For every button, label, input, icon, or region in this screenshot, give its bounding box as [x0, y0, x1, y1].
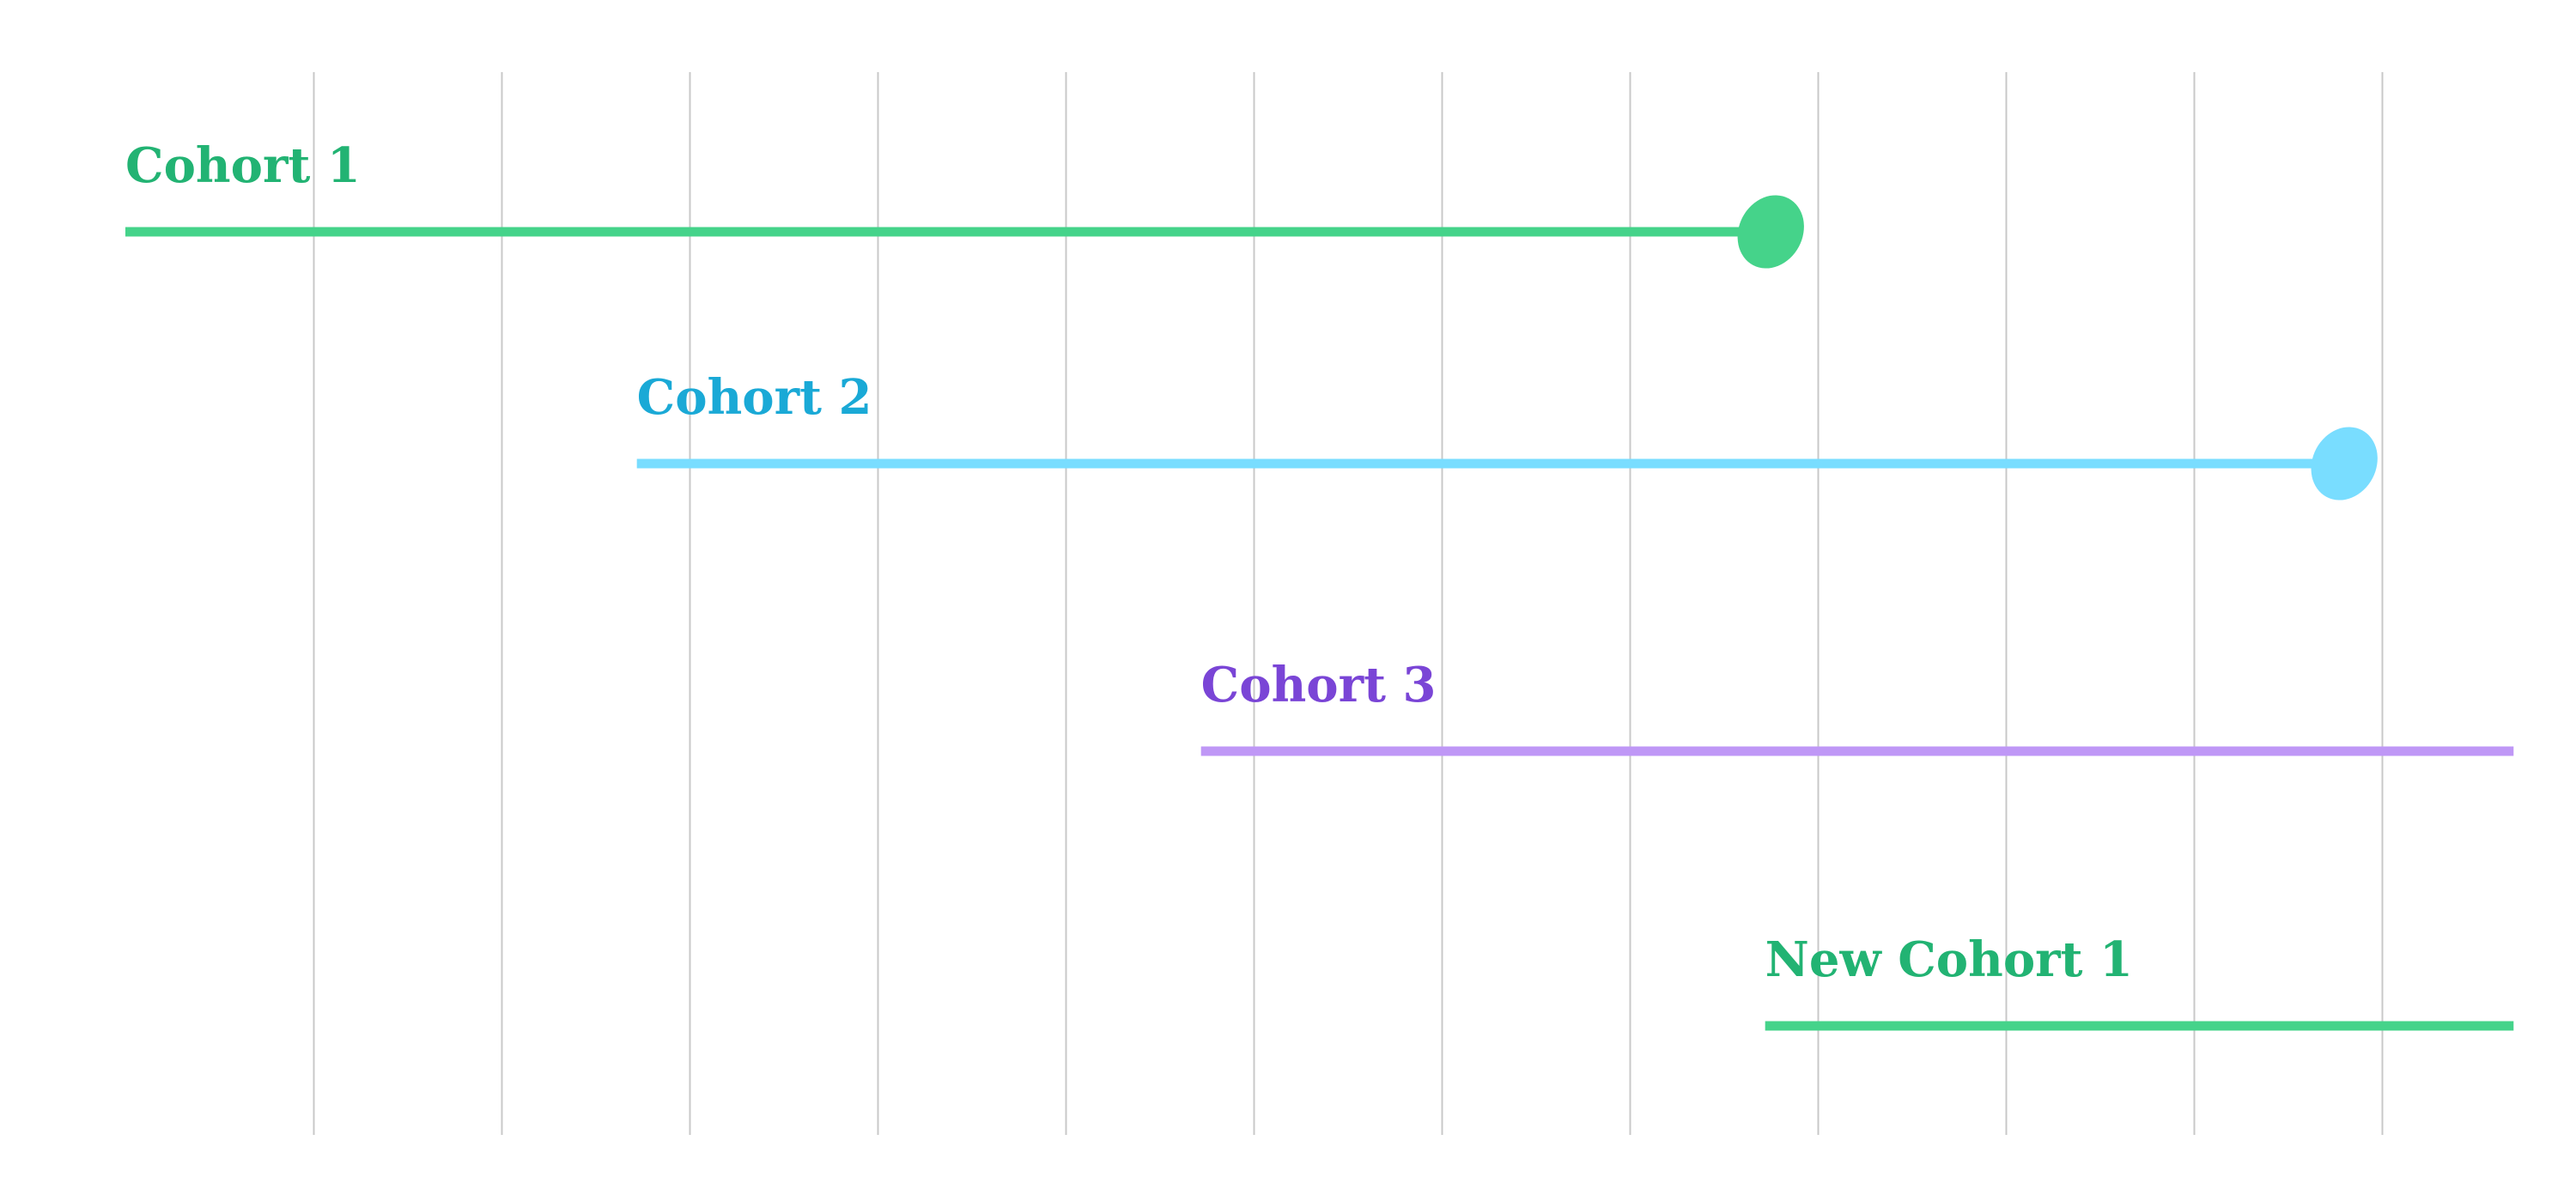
cohort-label: Cohort 1	[125, 137, 361, 194]
cohort-row-cohort-3: Cohort 3	[1200, 657, 2514, 756]
cohort-row-cohort-2: Cohort 2	[636, 369, 2378, 500]
cohort-row-new-cohort-1: New Cohort 1	[1765, 931, 2514, 1031]
cohort-end-marker	[1737, 195, 1804, 269]
cohort-label: Cohort 3	[1201, 657, 1437, 713]
cohort-row-cohort-1: Cohort 1	[125, 137, 1804, 269]
cohort-label: Cohort 2	[637, 369, 872, 426]
cohort-end-marker	[2311, 427, 2378, 500]
cohort-rows: Cohort 1 Cohort 2 Cohort 3 New Cohort 1	[125, 137, 2514, 1031]
cohort-label: New Cohort 1	[1765, 931, 2133, 988]
vertical-grid	[313, 72, 2384, 1135]
